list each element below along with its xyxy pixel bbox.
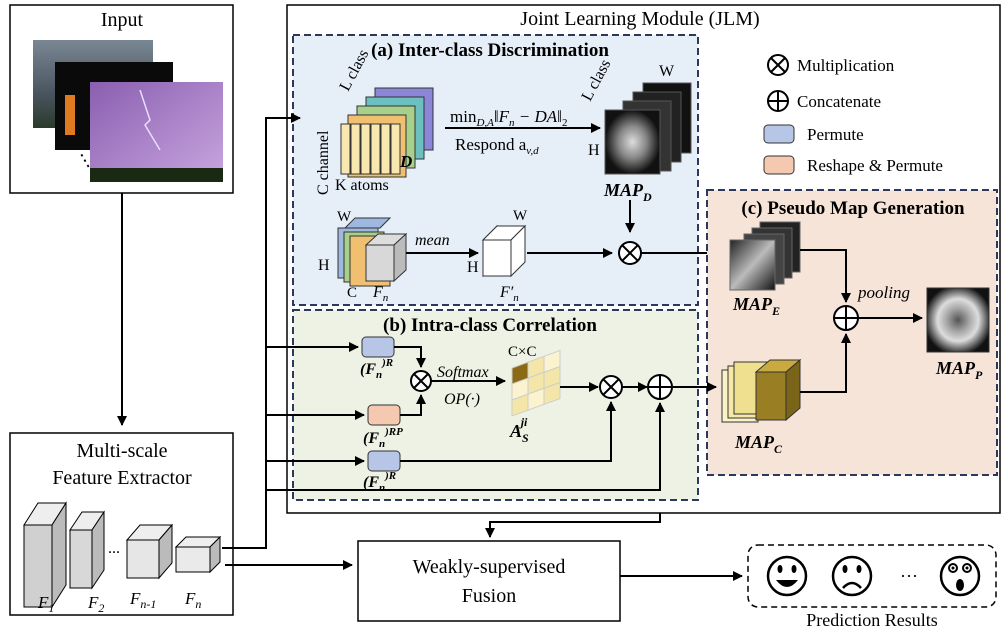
k-atoms-label: K atoms	[335, 177, 389, 194]
min-formula: minD,A‖Fn − DA‖2	[450, 107, 567, 129]
respond-label: Respond av,d	[455, 135, 539, 157]
label-fn-1: Fn-1	[129, 589, 156, 611]
extractor-title-2: Feature Extractor	[52, 467, 192, 489]
permute-box-2	[367, 450, 401, 472]
map-e-stack	[729, 221, 801, 291]
fn-feature-stack	[337, 217, 408, 287]
reshape-permute-box	[367, 404, 401, 426]
fusion-line1: Weakly-supervised	[413, 556, 566, 578]
fn-r2-label: (Fn)R	[363, 470, 396, 494]
op-label: OP(·)	[444, 391, 480, 408]
fn-label: Fn	[372, 284, 389, 304]
fn-c: C	[347, 285, 357, 301]
arrow-jlm-to-fusion	[485, 513, 661, 538]
map-d-stack	[604, 82, 692, 175]
map-d-w: W	[659, 63, 675, 80]
sad-face-icon	[831, 555, 873, 597]
fn-w: W	[337, 209, 352, 225]
fnp-h: H	[467, 259, 479, 276]
label-f2: F2	[87, 593, 104, 615]
map-e-label: MAPE	[732, 294, 780, 318]
input-title: Input	[101, 9, 144, 31]
map-c-stack	[721, 358, 802, 423]
fusion-box	[357, 540, 621, 622]
fn-rp-label: (Fn)RP	[363, 426, 403, 450]
extractor-panel: Multi-scale Feature Extractor ... F1 F2 …	[9, 432, 234, 616]
fnp-w: W	[513, 208, 528, 224]
extractor-dots: ...	[108, 540, 120, 557]
d-label: D	[399, 152, 412, 171]
legend-multiplication: Multiplication	[797, 56, 895, 75]
softmax-label: Softmax	[437, 364, 489, 381]
arrow-fn-to-jlm	[222, 113, 301, 549]
fn-h: H	[318, 257, 330, 274]
as-label: ASji	[509, 415, 529, 445]
happy-face-icon	[766, 555, 808, 597]
legend-reshape: Reshape & Permute	[807, 156, 943, 175]
results-label: Prediction Results	[806, 610, 938, 630]
concat-node-c	[833, 305, 859, 331]
c-channel-label: C channel	[315, 130, 332, 195]
label-f1: F1	[37, 593, 54, 615]
label-fn: Fn	[184, 589, 201, 611]
cxc-label: C×C	[508, 344, 536, 360]
concat-node-b	[647, 374, 673, 400]
fn-r1-label: (Fn)R	[360, 357, 393, 381]
multiply-node-b2	[599, 375, 623, 399]
fn-prime-label: F′n	[499, 284, 519, 304]
mean-label: mean	[415, 232, 450, 249]
legend-concatenate: Concatenate	[797, 92, 881, 111]
pooling-label: pooling	[857, 283, 910, 302]
multiply-node-a	[618, 241, 642, 265]
surprised-face-icon	[939, 555, 981, 597]
dictionary-d-cube	[340, 87, 434, 178]
map-d-h: H	[588, 142, 600, 159]
fusion-line2: Fusion	[462, 585, 516, 607]
jlm-title: Joint Learning Module (JLM)	[520, 8, 759, 30]
reshape-swatch	[763, 155, 795, 175]
intra-title: (b) Intra-class Correlation	[383, 315, 597, 336]
panel-intra-class	[292, 309, 699, 501]
permute-box-1	[361, 336, 395, 358]
extractor-title-1: Multi-scale	[76, 440, 167, 462]
map-p-label: MAPP	[935, 358, 983, 382]
input-image-lightning	[90, 82, 223, 182]
map-d-label: MAPD	[603, 180, 652, 204]
inter-title: (a) Inter-class Discrimination	[371, 40, 609, 61]
input-panel: Input ⋮	[9, 4, 234, 194]
permute-swatch	[763, 124, 795, 144]
legend-permute: Permute	[807, 125, 864, 144]
legend: Multiplication Concatenate Permute Resha…	[763, 54, 943, 175]
pseudo-title: (c) Pseudo Map Generation	[741, 198, 965, 219]
arrow-map-c-to-concat	[800, 333, 851, 393]
results-ellipsis: ···	[900, 566, 918, 586]
multiply-node-b1	[410, 370, 432, 392]
arrow-map-e-to-concat	[800, 249, 851, 303]
map-c-label: MAPC	[734, 432, 783, 456]
attention-matrix	[511, 349, 561, 417]
map-p-image	[926, 287, 990, 353]
